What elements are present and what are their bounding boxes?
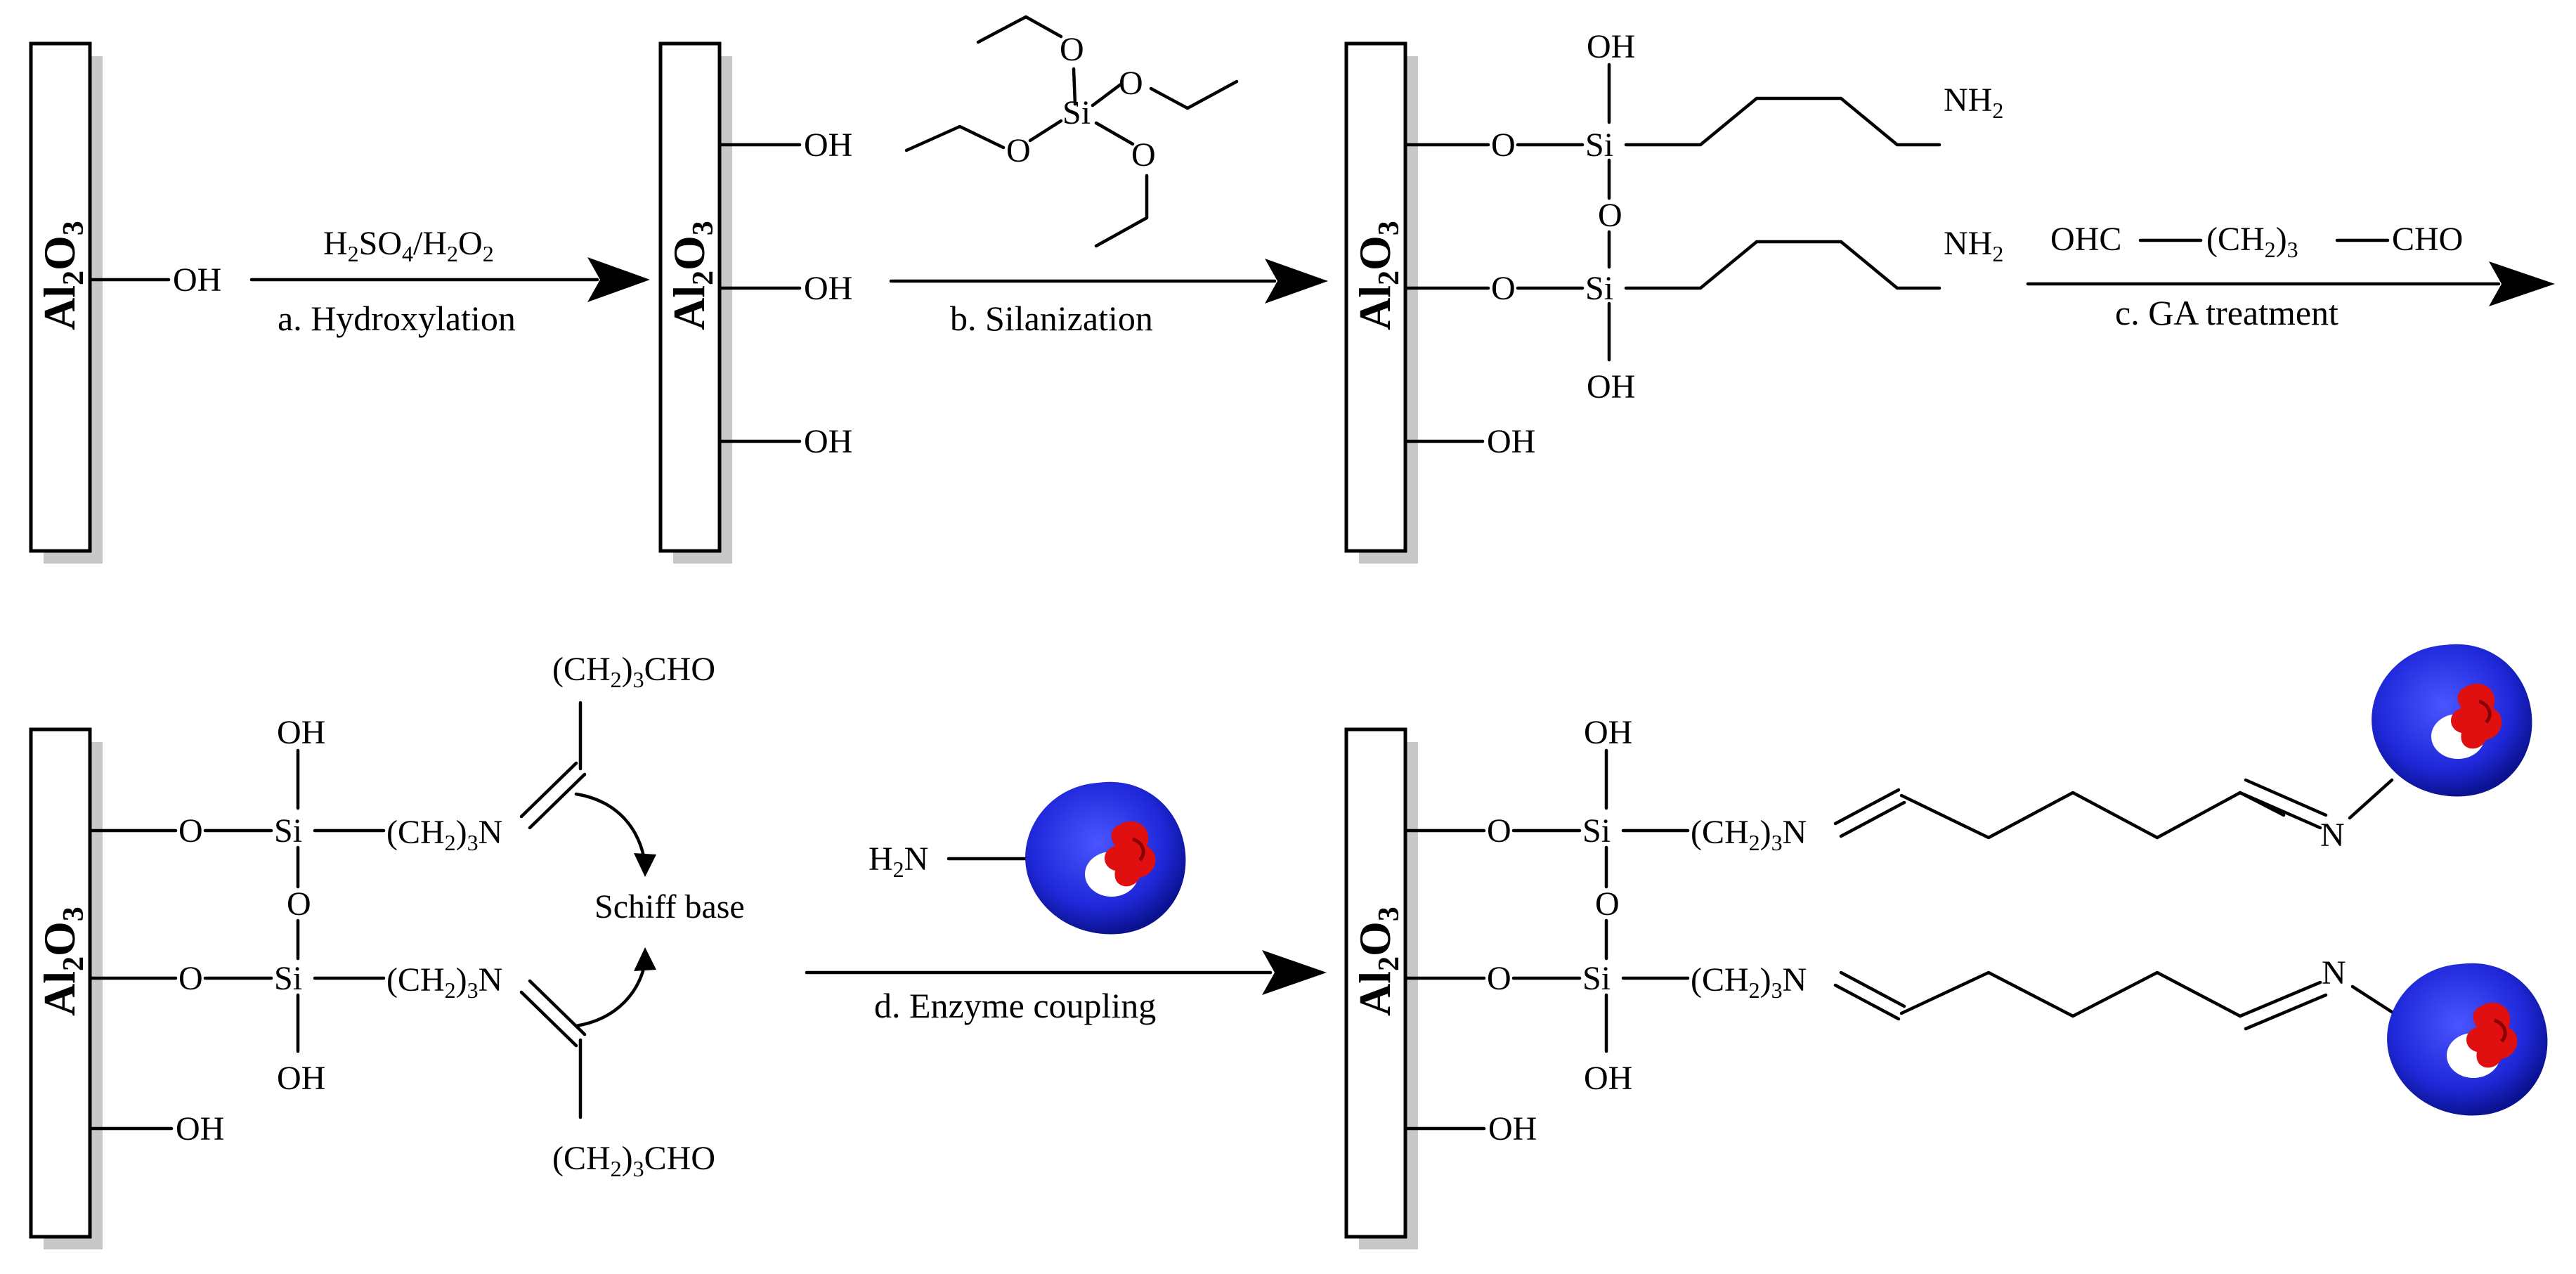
- schiff-base-label: Schiff base: [594, 888, 745, 925]
- svg-text:O: O: [1595, 885, 1620, 923]
- svg-text:OH: OH: [1587, 368, 1635, 405]
- enzyme-amine: H2N: [869, 840, 928, 882]
- svg-text:Si: Si: [1585, 126, 1613, 164]
- plate-label: Al2O3: [1350, 221, 1405, 330]
- svg-text:CHO: CHO: [2392, 221, 2463, 258]
- plate-label: Al2O3: [34, 221, 90, 330]
- svg-text:Si: Si: [1582, 960, 1611, 997]
- hydroxyl-group: OH: [804, 270, 852, 307]
- curved-arrow: [574, 792, 647, 865]
- plate-label: Al2O3: [34, 906, 90, 1016]
- svg-text:Si: Si: [274, 812, 302, 850]
- step-c: OHC (CH2)3 CHO c. GA treatment: [2026, 221, 2555, 332]
- svg-text:(CH2)3CHO: (CH2)3CHO: [552, 651, 715, 692]
- step-d: H2N d. Enzyme coupling: [805, 782, 1327, 1025]
- hydroxyl-group: OH: [804, 423, 852, 460]
- svg-text:OH: OH: [1587, 28, 1635, 65]
- acid-reagent: H2SO4/H2O2: [323, 225, 494, 266]
- silanized-surface: O Si OH NH2 O O Si NH2 OH OH: [1403, 28, 2003, 460]
- svg-text:OH: OH: [277, 714, 325, 751]
- svg-text:O: O: [1598, 197, 1622, 234]
- svg-text:Si: Si: [1062, 94, 1091, 131]
- enzyme-icon: [2372, 644, 2532, 797]
- step-d-label: d. Enzyme coupling: [874, 986, 1156, 1025]
- amine-group: NH2: [1944, 225, 2003, 266]
- svg-text:O: O: [1006, 132, 1031, 169]
- plate-label: Al2O3: [1350, 906, 1405, 1016]
- alumina-plate-3: Al2O3: [1344, 41, 1418, 564]
- alumina-plate-5: Al2O3: [1344, 727, 1418, 1249]
- svg-text:OH: OH: [1584, 714, 1632, 751]
- svg-text:(CH2)3N: (CH2)3N: [386, 961, 502, 1003]
- svg-text:O: O: [1487, 960, 1511, 997]
- svg-text:OH: OH: [1488, 1110, 1537, 1148]
- svg-text:Si: Si: [1582, 812, 1611, 850]
- enzyme-icon: [2387, 963, 2547, 1116]
- ga-activated-surface: O Si OH (CH2)3N (CH2)3CHO O O Si (CH2)3N…: [88, 651, 745, 1181]
- step-b: b. Silanization: [889, 259, 1328, 338]
- alumina-plate-4: Al2O3: [29, 727, 103, 1249]
- svg-text:O: O: [178, 812, 203, 850]
- immobilized-enzyme-surface: O Si OH (CH2)3N N O O Si (CH2)3N N OH: [1403, 644, 2547, 1148]
- svg-text:O: O: [1060, 31, 1084, 68]
- svg-text:Si: Si: [1585, 270, 1613, 307]
- svg-text:O: O: [287, 885, 311, 923]
- step-c-label: c. GA treatment: [2115, 293, 2338, 332]
- svg-text:(CH2)3: (CH2)3: [2206, 221, 2298, 262]
- curved-arrow: [574, 961, 647, 1028]
- svg-text:OH: OH: [1584, 1060, 1632, 1097]
- svg-text:(CH2)3N: (CH2)3N: [1691, 961, 1807, 1003]
- amine-group: NH2: [1944, 82, 2003, 123]
- svg-text:(CH2)3N: (CH2)3N: [1691, 814, 1807, 855]
- svg-text:OH: OH: [176, 1110, 224, 1148]
- svg-text:O: O: [1131, 136, 1156, 174]
- alumina-plate-1: Al2O3: [29, 41, 103, 564]
- hydroxyl-group: OH: [804, 126, 852, 164]
- svg-text:(CH2)3CHO: (CH2)3CHO: [552, 1140, 715, 1181]
- svg-text:Si: Si: [274, 960, 302, 997]
- aptes-reagent: Si O O O O: [904, 15, 1239, 248]
- svg-text:O: O: [178, 960, 203, 997]
- step-a-label: a. Hydroxylation: [278, 299, 516, 338]
- enzyme-icon: [1025, 782, 1185, 935]
- svg-text:N: N: [2320, 817, 2345, 854]
- hydroxyl-group: OH: [173, 261, 221, 299]
- plate-label: Al2O3: [664, 221, 720, 330]
- svg-text:OHC: OHC: [2050, 221, 2121, 258]
- svg-text:O: O: [1119, 65, 1143, 102]
- svg-text:OH: OH: [277, 1060, 325, 1097]
- svg-text:O: O: [1491, 126, 1516, 164]
- svg-text:OH: OH: [1487, 423, 1535, 460]
- alumina-plate-2: Al2O3: [658, 41, 732, 564]
- svg-text:O: O: [1491, 270, 1516, 307]
- step-a: H2SO4/H2O2 a. Hydroxylation: [249, 225, 650, 338]
- step-b-label: b. Silanization: [950, 299, 1153, 338]
- svg-text:N: N: [2322, 954, 2346, 992]
- svg-text:(CH2)3N: (CH2)3N: [386, 814, 502, 855]
- svg-text:O: O: [1487, 812, 1511, 850]
